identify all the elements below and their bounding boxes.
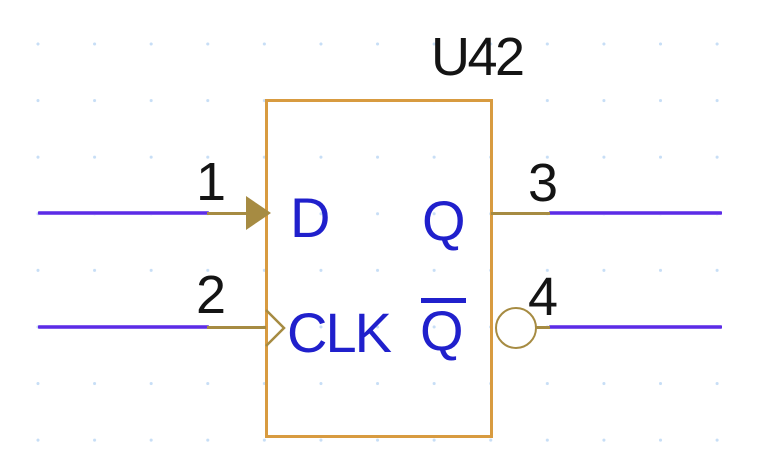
inversion-bubble-icon [495, 307, 537, 349]
pin-1-number: 1 [195, 152, 227, 212]
pin-2-stub[interactable] [207, 326, 266, 329]
pin-1-wire[interactable] [38, 211, 209, 215]
pin-1-input-arrow-icon [246, 196, 271, 230]
pin-4-label-overline [421, 298, 466, 303]
pin-4-label: Q [420, 299, 464, 362]
pin-1-stub[interactable] [207, 212, 266, 215]
pin-3-label: Q [422, 189, 466, 252]
clock-chevron-icon [265, 309, 286, 347]
pin-3-wire[interactable] [549, 211, 722, 215]
pin-3-number: 3 [527, 153, 559, 213]
component-body[interactable] [265, 99, 493, 438]
pin-2-wire[interactable] [38, 325, 209, 329]
pin-4-wire[interactable] [549, 325, 722, 329]
pin-3-stub[interactable] [491, 212, 550, 215]
pin-2-label: CLK [287, 301, 392, 364]
pin-2-number: 2 [195, 265, 227, 325]
reference-designator[interactable]: U42 [431, 27, 525, 87]
pin-4-stub[interactable] [534, 326, 550, 329]
pin-4-number: 4 [527, 267, 559, 327]
pin-1-label: D [290, 186, 330, 249]
